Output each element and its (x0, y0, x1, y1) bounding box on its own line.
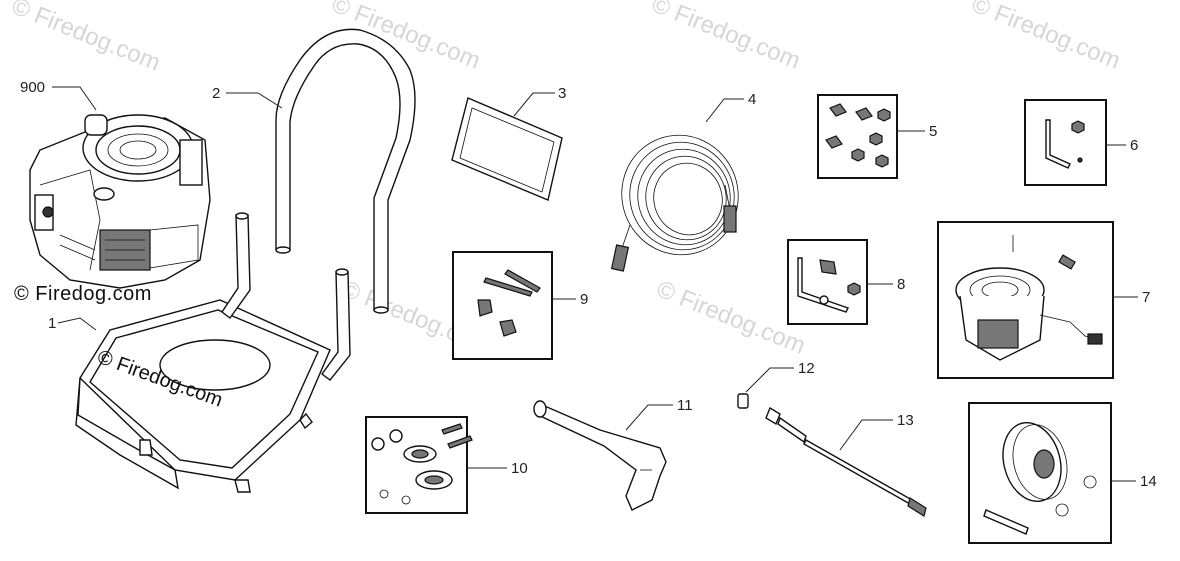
part-12-nozzle[interactable] (737, 393, 749, 409)
part-10-seal-kit[interactable] (365, 416, 473, 514)
leader-line-2 (226, 92, 283, 109)
callout-10: 10 (511, 460, 528, 477)
part-900-engine[interactable] (29, 114, 211, 289)
leader-line-3 (513, 92, 555, 117)
part-9-bolt-kit[interactable] (452, 251, 553, 360)
watermark: © Firedog.com (8, 0, 164, 77)
copyright-watermark: © Firedog.com (14, 283, 152, 305)
watermark: © Firedog.com (648, 0, 804, 75)
part-4-hose[interactable] (605, 119, 755, 272)
callout-2: 2 (212, 85, 220, 102)
leader-line-4 (705, 98, 744, 123)
part-3-panel[interactable] (451, 97, 563, 201)
callout-13: 13 (897, 412, 914, 429)
callout-3: 3 (558, 85, 566, 102)
part-8-rod-kit[interactable] (787, 239, 868, 325)
part-5-bolt-kit[interactable] (817, 94, 898, 179)
leader-line-13 (839, 419, 893, 451)
callout-14: 14 (1140, 473, 1157, 490)
callout-5: 5 (929, 123, 937, 140)
part-2-handle[interactable] (275, 28, 416, 314)
callout-6: 6 (1130, 137, 1138, 154)
callout-12: 12 (798, 360, 815, 377)
leader-line-1 (57, 317, 97, 331)
callout-900: 900 (20, 79, 45, 96)
part-1-frame[interactable] (75, 212, 351, 493)
part-13-wand[interactable] (765, 406, 927, 517)
callout-8: 8 (897, 276, 905, 293)
watermark: © Firedog.com (653, 276, 809, 360)
part-11-spray-gun[interactable] (533, 400, 667, 511)
part-14-wheel-kit[interactable] (968, 402, 1112, 544)
callout-11: 11 (677, 397, 693, 414)
leader-line-12 (745, 367, 794, 393)
watermark: © Firedog.com (968, 0, 1124, 75)
leader-line-900 (52, 86, 97, 111)
callout-9: 9 (580, 291, 588, 308)
callout-4: 4 (748, 91, 756, 108)
callout-1: 1 (48, 315, 56, 332)
part-7-pump[interactable] (937, 221, 1114, 379)
part-6-rod-kit[interactable] (1024, 99, 1107, 186)
leader-line-11 (625, 404, 673, 431)
callout-7: 7 (1142, 289, 1150, 306)
